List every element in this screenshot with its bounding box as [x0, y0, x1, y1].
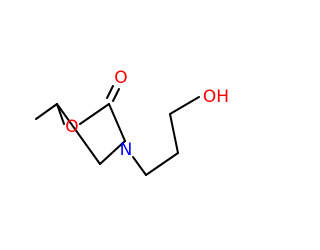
hydroxyl-label: OH	[203, 87, 229, 107]
bond-ch2a-ch2b	[145, 152, 179, 176]
nitrogen-label: N	[120, 140, 133, 160]
bond-c4-c5	[56, 103, 101, 165]
carbonyl-oxygen-label: O	[114, 68, 127, 88]
bond-n3-ch2a	[132, 156, 147, 176]
bond-c2-n3	[108, 103, 126, 142]
bond-n3-c4	[99, 140, 126, 165]
bond-ch2b-ch2c	[169, 113, 179, 154]
oxazolidinone-structure: O O N OH	[35, 68, 229, 176]
bond-o1-c2	[79, 103, 110, 125]
bond-c2-o-double-a	[106, 85, 114, 99]
bond-ch2c-oh	[169, 96, 200, 115]
bond-c2-o-double-b	[112, 88, 120, 102]
ring-oxygen-label: O	[65, 117, 78, 137]
bond-c5-methyl	[35, 103, 58, 120]
